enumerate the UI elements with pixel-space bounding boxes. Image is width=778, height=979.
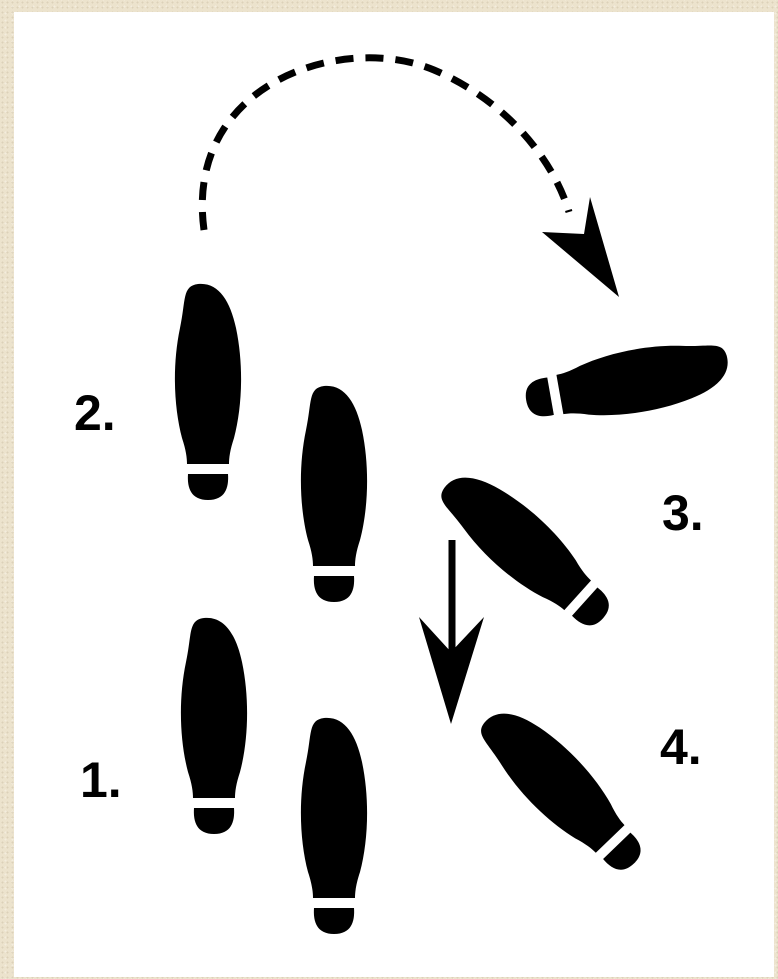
step-3-upper-footprint [521, 334, 734, 432]
step-1-label: 1. [80, 752, 122, 808]
step-3-lower-footprint [429, 457, 624, 641]
diagram-canvas: 2. 1. 3. 4. [14, 12, 774, 977]
dashed-curved-arrow-icon [202, 58, 619, 297]
step-2-label: 2. [74, 385, 116, 441]
step-4-footprint [469, 694, 657, 885]
straight-down-arrow-icon [419, 540, 484, 724]
step-1-left-footprint [181, 618, 247, 834]
step-2-right-footprint [301, 386, 367, 602]
step-2-left-footprint [175, 284, 241, 500]
dance-step-diagram: 2. 1. 3. 4. [14, 12, 774, 977]
step-1-right-footprint [301, 718, 367, 934]
step-4-label: 4. [660, 719, 702, 775]
step-3-label: 3. [662, 485, 704, 541]
